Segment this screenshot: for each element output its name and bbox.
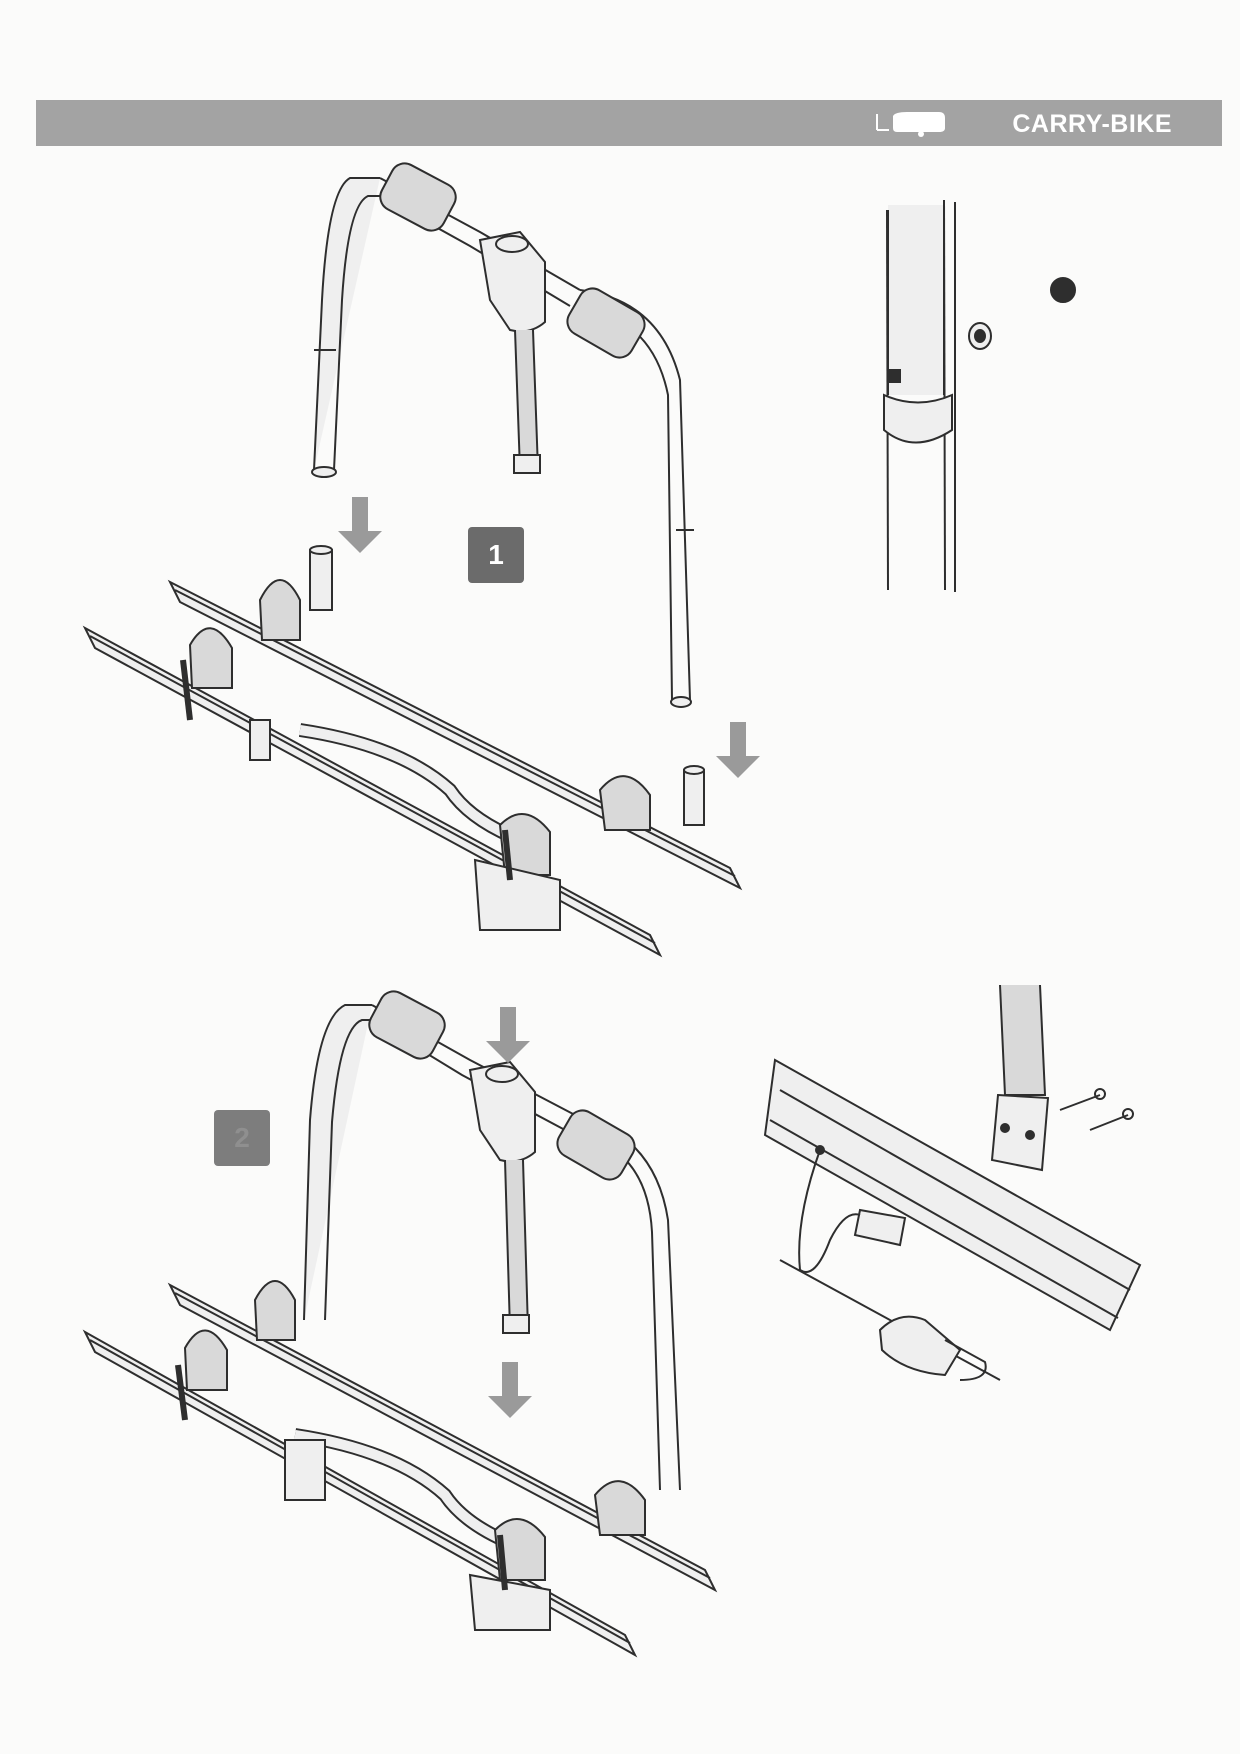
step-2-badge: 2	[214, 1110, 270, 1166]
step1-carrier-illustration	[82, 545, 743, 958]
caravan-logo-icon	[876, 112, 945, 137]
header-bar: CARRY-BIKE	[36, 100, 1222, 146]
arrow-down-icon	[486, 1007, 530, 1063]
arrow-down-icon	[488, 1362, 532, 1418]
tube-detail-illustration	[883, 199, 1076, 592]
brand-title: CARRY-BIKE	[1012, 110, 1172, 138]
step2-assembly-illustration	[82, 990, 718, 1658]
arrow-down-icon	[716, 722, 760, 778]
step-1-badge: 1	[468, 527, 524, 583]
strap-fixing-detail-illustration	[763, 984, 1142, 1381]
arrow-down-icon	[338, 497, 382, 553]
step1-frame-illustration	[311, 162, 694, 708]
